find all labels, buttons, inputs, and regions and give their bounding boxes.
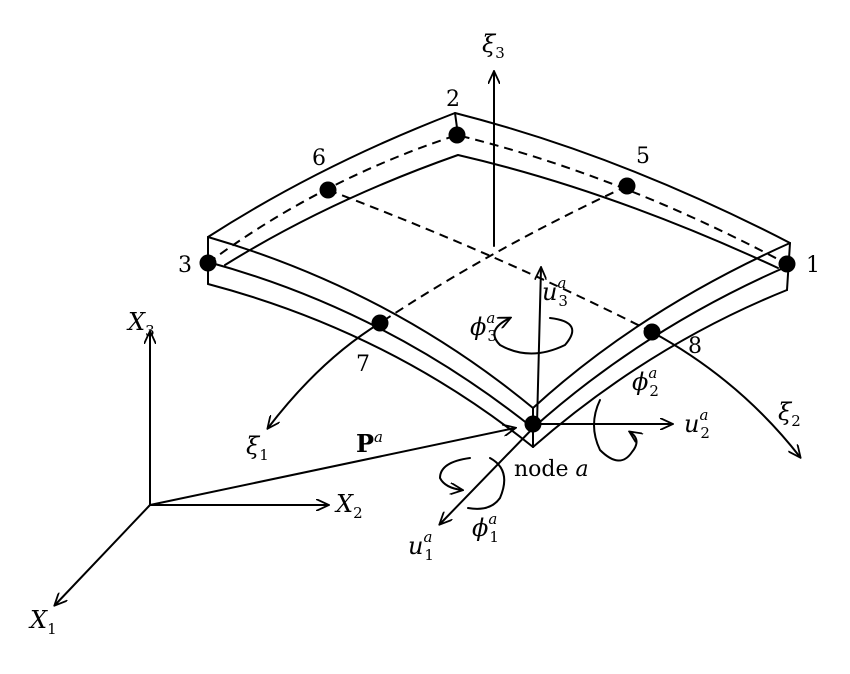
shell-top-front-left-edge bbox=[207, 236, 534, 409]
shell-top-front-right-edge bbox=[532, 242, 791, 409]
xi2-axis bbox=[651, 331, 800, 457]
X1-axis bbox=[55, 504, 151, 605]
node-1-label: 1 bbox=[806, 253, 820, 278]
node-5-label: 5 bbox=[636, 144, 650, 169]
shell-top-inner-back-edge bbox=[224, 154, 779, 269]
phi1-rotation-arrow-back bbox=[467, 457, 506, 510]
P-label: Pa bbox=[356, 428, 383, 458]
shell-bottom-front-left-edge bbox=[207, 283, 534, 448]
node-a-label: node a bbox=[514, 457, 589, 482]
phi3-rotation-arrow bbox=[493, 318, 574, 355]
midsurface-line-5-7 bbox=[379, 185, 628, 324]
xi1-axis bbox=[268, 322, 381, 428]
node-8-label: 8 bbox=[688, 334, 702, 359]
X2-label: X2 bbox=[334, 490, 363, 522]
node-a bbox=[524, 415, 542, 433]
node-3 bbox=[199, 254, 217, 272]
u3-vector bbox=[537, 268, 541, 425]
node-6 bbox=[319, 181, 337, 199]
midsurface-back-edge bbox=[207, 133, 788, 265]
phi2-rotation-arrow bbox=[593, 399, 637, 462]
midsurface-line-6-8 bbox=[327, 189, 653, 333]
node-1 bbox=[778, 255, 796, 273]
shell-top-outer-back-edge bbox=[207, 112, 791, 244]
node-8 bbox=[643, 323, 661, 341]
node-3-label: 3 bbox=[178, 253, 192, 278]
node-2 bbox=[448, 126, 466, 144]
node-7-label: 7 bbox=[356, 352, 370, 377]
shell-bottom-front-right-edge bbox=[532, 289, 788, 448]
X1-label: X1 bbox=[28, 606, 57, 638]
node-2-label: 2 bbox=[446, 87, 460, 112]
node-6-label: 6 bbox=[312, 146, 326, 171]
phi1-rotation-arrow bbox=[439, 457, 471, 490]
xi2-label: ξ2 bbox=[778, 398, 801, 430]
position-vector-P bbox=[149, 428, 515, 506]
xi1-label: ξ1 bbox=[246, 432, 269, 464]
xi3-label: ξ3 bbox=[482, 30, 505, 62]
X3-label: X3 bbox=[126, 308, 155, 340]
u1-vector bbox=[440, 423, 538, 524]
node-7 bbox=[371, 314, 389, 332]
shell-mid-front-right-edge bbox=[532, 265, 789, 429]
node-5 bbox=[618, 177, 636, 195]
